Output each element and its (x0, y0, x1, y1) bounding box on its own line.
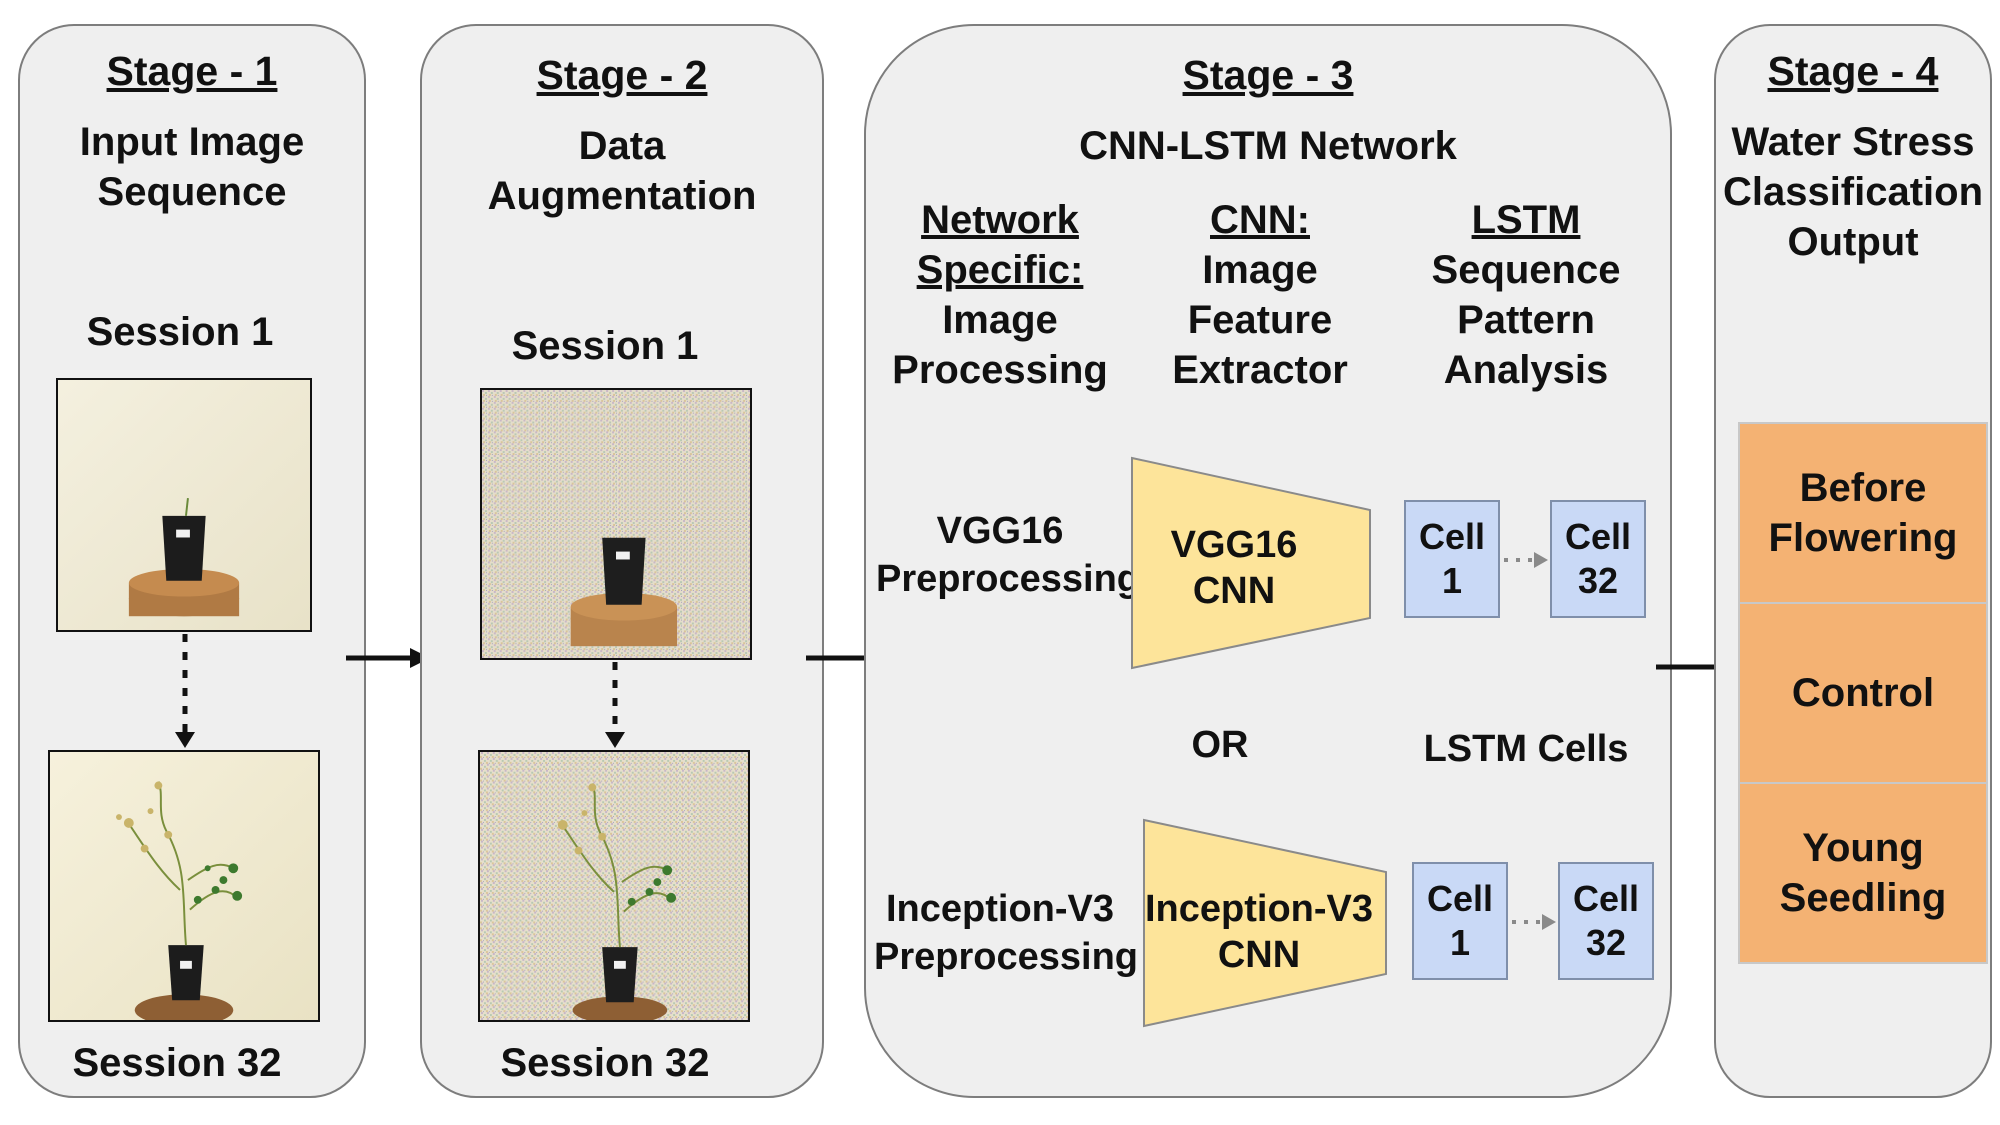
inception-v3-cnn-label: Inception-V3 CNN (1144, 888, 1374, 977)
or-label: OR (1191, 724, 1249, 766)
lstm-cells-label: LSTM Cells (1423, 728, 1629, 770)
stage1-title: Stage - 1 (106, 48, 278, 94)
stage2-title: Stage - 2 (536, 52, 708, 98)
row2-lstm-cell-32: Cell 32 (1558, 862, 1654, 980)
row1-lstm-cell-1: Cell 1 (1404, 500, 1500, 618)
stage3-col3-line3: Analysis (1443, 348, 1609, 392)
stage1-sequence-arrow (175, 634, 195, 748)
stage3-col2-line1: Image (1202, 248, 1318, 292)
stage2-augmented-image-session32 (478, 750, 750, 1022)
row1-lstm-cell-32: Cell 32 (1550, 500, 1646, 618)
output-before-flowering-label: Before Flowering (1768, 466, 1958, 560)
output-control-label: Control (1791, 671, 1935, 715)
stage3-col2-line3: Extractor (1172, 348, 1348, 392)
stage3-subtitle: CNN-LSTM Network (1079, 124, 1457, 168)
inception-v3-cnn-trapezoid (1143, 818, 1387, 1028)
stage2-session-bottom: Session 32 (500, 1041, 710, 1085)
stage3-title: Stage - 3 (1182, 52, 1354, 98)
stage1-session-top: Session 1 (86, 310, 274, 354)
stage2-subtitle-line1: Data (578, 124, 666, 168)
stage2-session-top: Session 1 (511, 324, 699, 368)
stage1-session-bottom: Session 32 (72, 1041, 282, 1085)
stage1-plant-image-session32 (48, 750, 320, 1022)
row2-lstm-cell-1: Cell 1 (1412, 862, 1508, 980)
stage1-plant-image-session1 (56, 378, 312, 632)
stage3-col2-head: CNN: (1210, 198, 1310, 242)
stage4-subtitle-line2: Classification (1722, 170, 1984, 214)
row2-preprocessing-line1: Inception-V3 (885, 888, 1115, 930)
output-before-flowering: Before Flowering (1738, 422, 1988, 604)
output-control: Control (1738, 602, 1988, 784)
stage3-col1-line1: Image (942, 298, 1058, 342)
row1-preprocessing-line1: VGG16 (936, 510, 1064, 552)
stage3-col3-line1: Sequence (1431, 248, 1621, 292)
row2-lstm-dotted-arrow (1512, 914, 1556, 930)
stage3-col1-head2: Specific: (916, 248, 1084, 292)
stage3-col1-head1: Network (921, 198, 1079, 242)
stage4-title: Stage - 4 (1767, 48, 1939, 94)
stage3-col3-head: LSTM (1471, 198, 1581, 242)
row1-lstm-dotted-arrow (1504, 552, 1548, 568)
row2-preprocessing-line2: Preprocessing (874, 936, 1138, 978)
vgg16-cnn-trapezoid (1131, 456, 1371, 670)
stage2-subtitle-line2: Augmentation (487, 174, 757, 218)
stage4-subtitle-line1: Water Stress (1731, 120, 1975, 164)
stage3-col2-line2: Feature (1187, 298, 1333, 342)
stage1-subtitle-line2: Sequence (97, 170, 287, 214)
stage1-subtitle-line1: Input Image (79, 120, 305, 164)
stage3-col3-line2: Pattern (1457, 298, 1595, 342)
stage4-subtitle-line3: Output (1787, 220, 1919, 264)
output-young-seedling-label: Young Seedling (1779, 826, 1947, 920)
vgg16-cnn-label: VGG16 CNN (1170, 524, 1298, 613)
stage2-augmented-image-session1 (480, 388, 752, 660)
row1-preprocessing-line2: Preprocessing (876, 558, 1140, 600)
stage2-sequence-arrow (605, 662, 625, 748)
stage3-col1-line2: Processing (892, 348, 1108, 392)
output-young-seedling: Young Seedling (1738, 782, 1988, 964)
